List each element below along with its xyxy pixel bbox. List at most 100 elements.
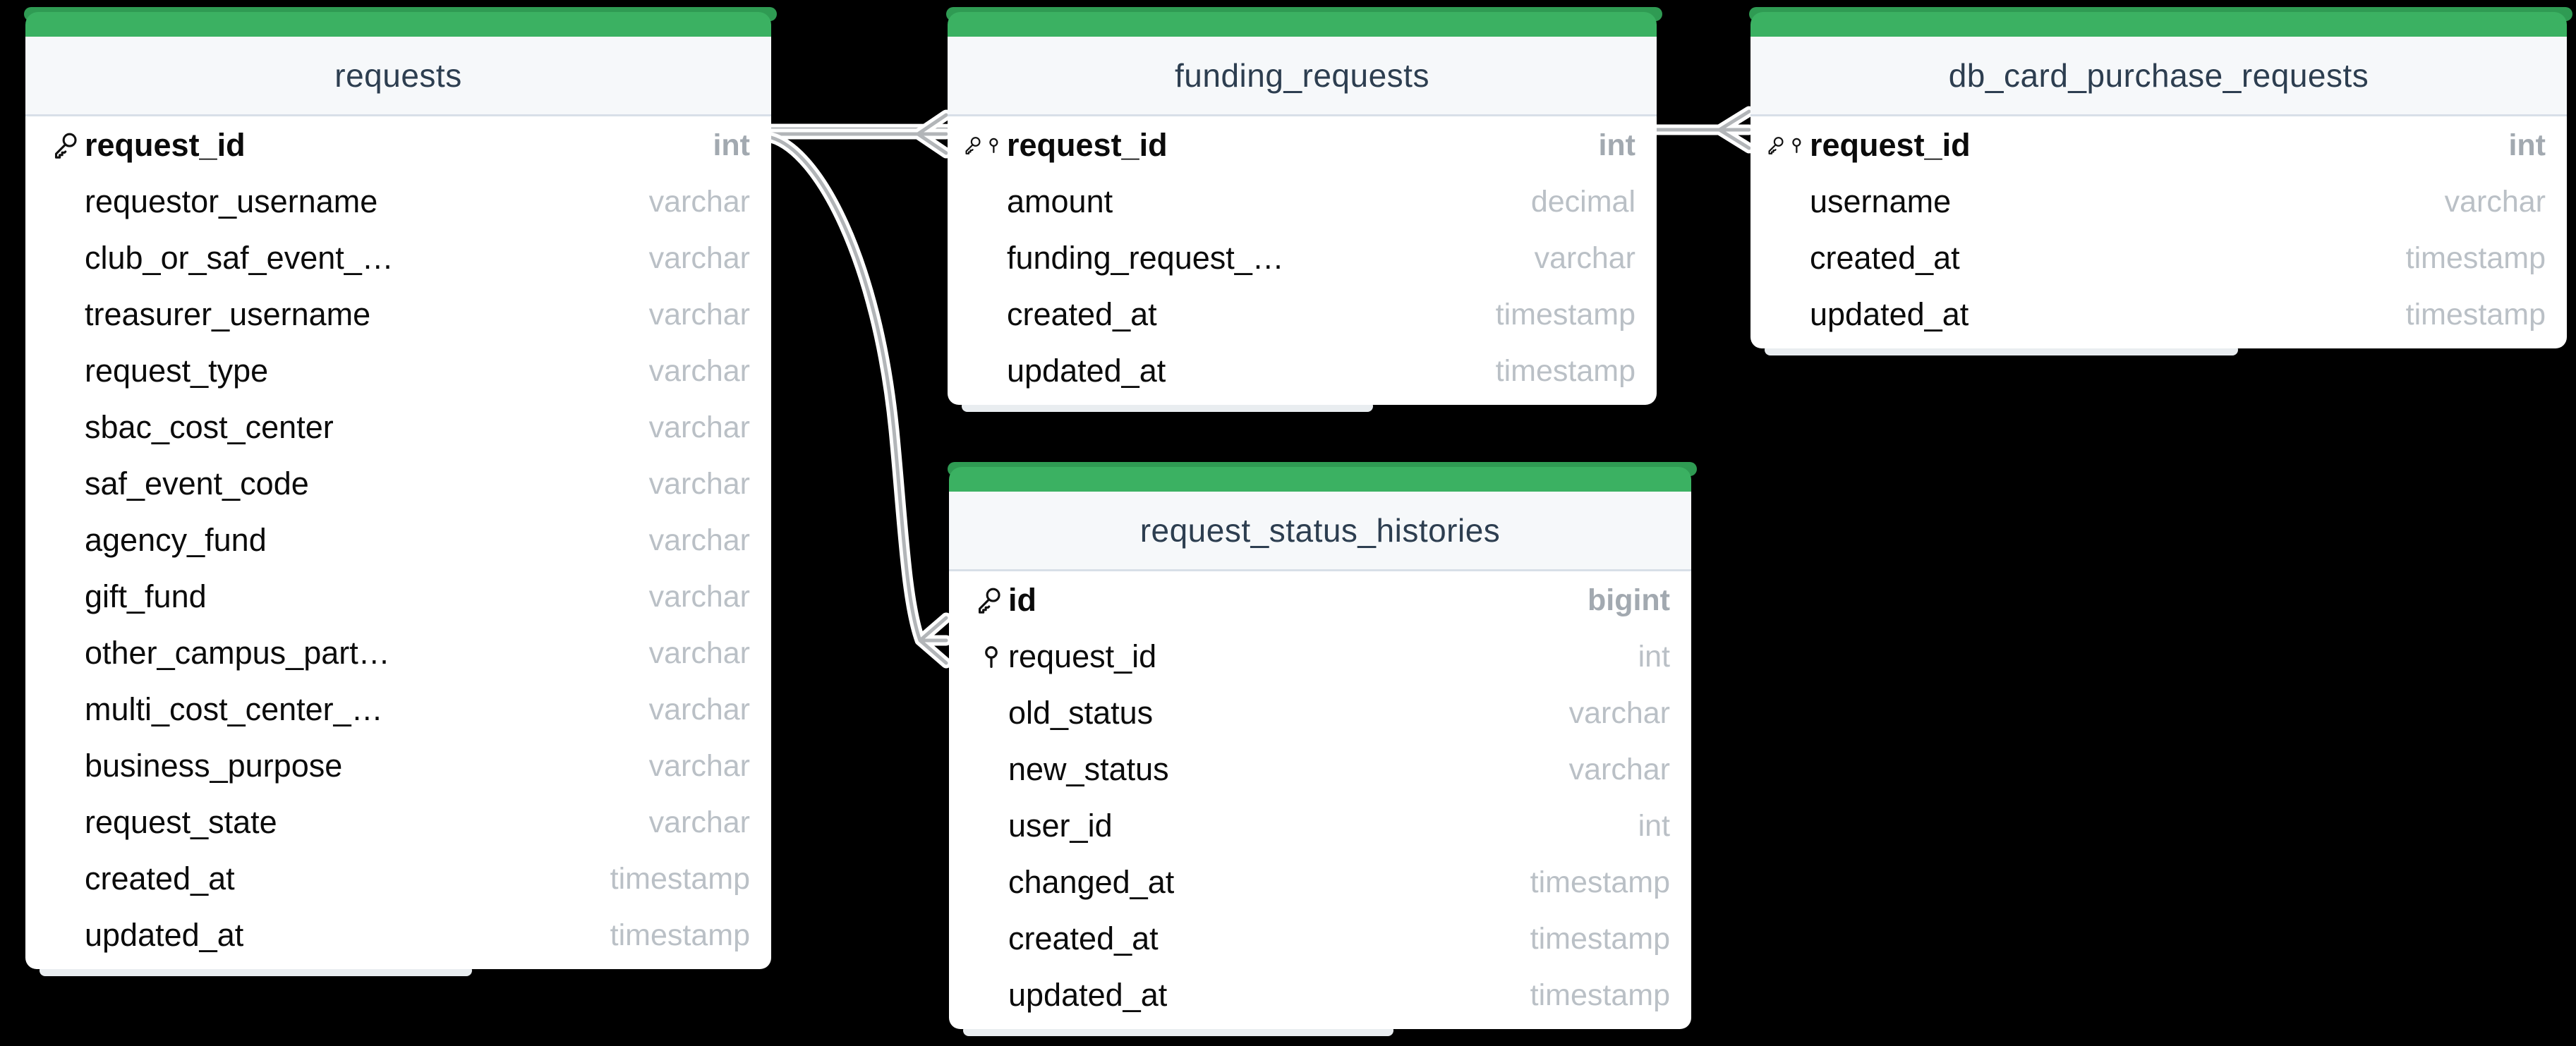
field-row-request_id[interactable]: request_id int (1750, 117, 2567, 174)
field-name: created_at (85, 860, 235, 896)
field-type: varchar (1534, 241, 1635, 275)
field-type: timestamp (1530, 921, 1670, 956)
table-header[interactable]: requests (25, 37, 771, 116)
field-name: old_status (1008, 695, 1154, 731)
field-name: funding_request_… (1007, 240, 1284, 276)
field-key-icons (40, 851, 80, 907)
field-name: id (1008, 582, 1036, 618)
field-name: amount (1007, 183, 1113, 219)
field-key-icons (1765, 286, 1806, 343)
field-name: request_id (1007, 127, 1168, 163)
field-type: timestamp (610, 861, 750, 896)
field-type: varchar (648, 805, 750, 839)
field-type: timestamp (2405, 241, 2546, 275)
field-row-funding_request_[interactable]: funding_request_… varchar (948, 230, 1657, 286)
field-name: updated_at (1008, 977, 1168, 1013)
field-row-created_at[interactable]: created_at timestamp (949, 911, 1691, 967)
field-row-id[interactable]: id bigint (949, 572, 1691, 628)
table-header-bar[interactable] (1750, 12, 2567, 37)
table-header-bar[interactable] (948, 12, 1657, 37)
field-row-old_status[interactable]: old_status varchar (949, 685, 1691, 741)
relationship-requests-funding_requests (766, 109, 952, 159)
table-db_card_purchase_requests[interactable]: db_card_purchase_requests request_id int u… (1749, 7, 2572, 355)
field-type: varchar (1568, 695, 1670, 730)
field-name: created_at (1008, 920, 1159, 956)
field-name: request_id (1810, 127, 1971, 163)
field-key-icons (963, 572, 1004, 628)
field-key-icons (962, 230, 1003, 286)
field-row-other_campus_part[interactable]: other_campus_part…varchar (25, 625, 771, 681)
table-header-bar[interactable] (949, 467, 1691, 492)
field-type: int (2508, 128, 2546, 162)
field-key-icons (40, 117, 80, 174)
key-icon (978, 588, 1000, 614)
table-header-bar[interactable] (25, 12, 771, 37)
field-key-icons (40, 230, 80, 286)
pin-icon (989, 138, 998, 154)
field-row-created_at[interactable]: created_at timestamp (25, 851, 771, 907)
table-header[interactable]: funding_requests (948, 37, 1657, 116)
table-header[interactable]: db_card_purchase_requests (1750, 37, 2567, 116)
field-type: int (1598, 128, 1635, 162)
field-key-icons (40, 512, 80, 568)
table-request_status_histories[interactable]: request_status_histories id bigint request… (948, 462, 1697, 1036)
table-header[interactable]: request_status_histories (949, 492, 1691, 571)
field-type: varchar (648, 523, 750, 557)
field-name: treasurer_username (85, 296, 371, 332)
relationship-requests-request_status_histories (766, 132, 952, 669)
field-key-icons (40, 625, 80, 681)
field-key-icons (40, 343, 80, 399)
field-type: varchar (648, 466, 750, 501)
field-key-icons (962, 343, 1003, 399)
field-key-icons (40, 794, 80, 851)
field-key-icons (40, 907, 80, 963)
table-title: db_card_purchase_requests (1948, 57, 2369, 94)
field-type: varchar (2444, 184, 2546, 219)
pin-icon (985, 646, 998, 669)
field-key-icons (40, 399, 80, 456)
field-key-icons (963, 685, 1004, 741)
field-row-club_or_saf_event_[interactable]: club_or_saf_event_…varchar (25, 230, 771, 286)
field-row-request_id[interactable]: request_id int (948, 117, 1657, 174)
field-name: other_campus_part… (85, 635, 390, 671)
field-row-multi_cost_center_[interactable]: multi_cost_center_…varchar (25, 681, 771, 738)
field-key-icons (40, 681, 80, 738)
field-name: updated_at (1810, 296, 1969, 332)
field-key-icons (963, 741, 1004, 798)
field-type: int (713, 128, 750, 162)
field-name: created_at (1007, 296, 1157, 332)
field-type: bigint (1587, 583, 1670, 617)
field-key-icons (1765, 230, 1806, 286)
field-type: varchar (648, 748, 750, 783)
table-title: funding_requests (1175, 57, 1429, 94)
